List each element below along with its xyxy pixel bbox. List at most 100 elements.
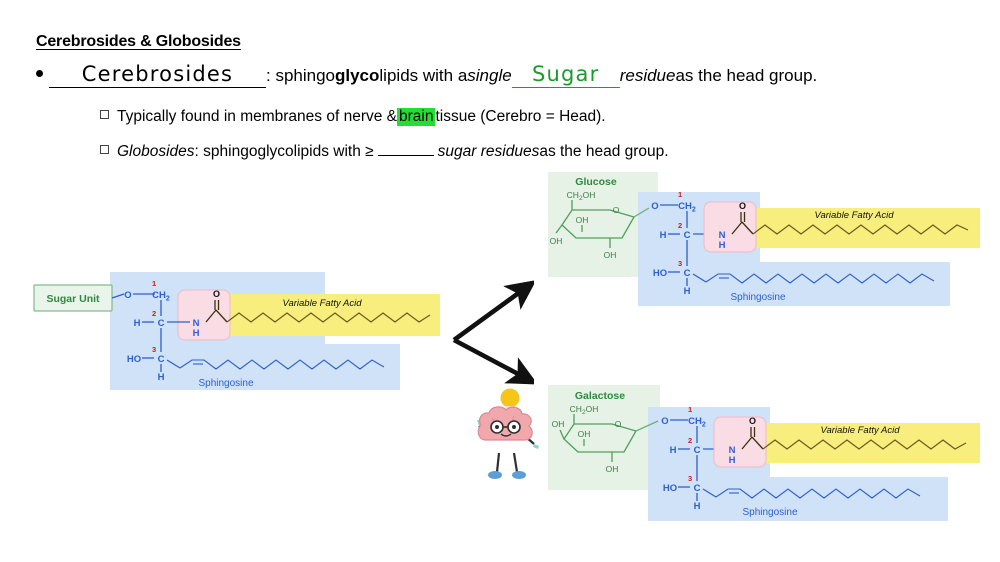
- amide-group-box: [713, 416, 767, 468]
- amide-group-box: [177, 289, 231, 341]
- fatty-acid-chain: [752, 224, 969, 235]
- ch2oh-label: CH2OH: [570, 404, 599, 416]
- bullet-text-single: single: [467, 66, 512, 85]
- sugar-name-label: Glucose: [575, 176, 617, 188]
- atom-nh: H: [729, 455, 736, 466]
- carbon-number-3: 3: [678, 259, 682, 268]
- sub2-tail-italic: sugar residues: [437, 143, 540, 160]
- atom-o-glycosidic: O: [661, 416, 668, 427]
- shoe-left: [488, 471, 502, 479]
- legs: [495, 452, 519, 473]
- atom-h-c2: H: [134, 318, 141, 329]
- atom-h-c3: H: [694, 501, 701, 512]
- diagram-cerebroside-generic: Sugar Unit: [30, 272, 450, 397]
- atom-n: N: [193, 318, 200, 329]
- sphingosine-label: Sphingosine: [742, 507, 797, 518]
- square-bullet-icon: [100, 145, 109, 154]
- atom-n: N: [729, 445, 736, 456]
- blank-globoside-count: [377, 155, 434, 156]
- carbonyl-oxygen: O: [213, 289, 220, 299]
- oh-label-left: OH: [550, 236, 563, 246]
- sphingosine-label: Sphingosine: [730, 292, 785, 303]
- carbonyl-oxygen: O: [749, 416, 756, 426]
- fatty-acid-panel: [190, 294, 440, 336]
- atom-c3: C: [694, 483, 701, 494]
- atom-h-c3: H: [684, 286, 691, 297]
- oh-label-bottom: OH: [604, 250, 617, 260]
- atom-ho: HO: [663, 483, 677, 494]
- sphingosine-label: Sphingosine: [198, 378, 253, 389]
- highlight-brain: brain: [397, 108, 436, 126]
- sub1-post: tissue (Cerebro = Head).: [435, 108, 606, 125]
- carbon-number-3: 3: [152, 345, 156, 354]
- atom-ch2: CH2: [152, 290, 170, 303]
- bullet-text-residue: residue: [619, 66, 676, 85]
- carbon-number-1: 1: [152, 279, 156, 288]
- atom-n: N: [719, 230, 726, 241]
- sub-bullet-1: Typically found in membranes of nerve & …: [100, 108, 606, 126]
- atom-c3: C: [684, 268, 691, 279]
- mouth: [500, 433, 512, 437]
- sphingosine-chain: [715, 488, 921, 499]
- carbon-number-2: 2: [678, 221, 682, 230]
- arrow-to-galactose: [452, 337, 534, 385]
- bullet-text-f: as the head group.: [675, 66, 818, 85]
- hand-right: [533, 444, 539, 449]
- fatty-acid-label: Variable Fatty Acid: [282, 298, 362, 309]
- oh-label-bottom: OH: [606, 464, 619, 474]
- fatty-acid-label: Variable Fatty Acid: [814, 210, 894, 221]
- fatty-acid-chain: [762, 439, 967, 450]
- atom-ch2: CH2: [678, 201, 696, 214]
- eye-right: [512, 425, 516, 429]
- fatty-acid-chain: [226, 312, 431, 323]
- atom-o-glycosidic: O: [124, 290, 131, 301]
- sphingosine-panel: [648, 477, 948, 521]
- sub2-mid: : sphingoglycolipids with ≥: [194, 143, 374, 160]
- carbonyl-oxygen: O: [739, 201, 746, 211]
- bullet-text-c: lipids with a: [379, 66, 468, 85]
- square-bullet-icon: [100, 110, 109, 119]
- atom-h-c2: H: [670, 445, 677, 456]
- sphingosine-chain: [179, 359, 385, 370]
- brain-body: [477, 406, 533, 441]
- shoe-right: [512, 471, 526, 479]
- bullet-dot: [36, 70, 43, 77]
- brain-mascot: [477, 388, 539, 479]
- atom-ho: HO: [653, 268, 667, 279]
- blank-cerebrosides: Cerebrosides: [49, 62, 266, 88]
- atom-c2: C: [684, 230, 691, 241]
- sugar-name-label: Galactose: [575, 390, 625, 402]
- carbon-number-3: 3: [688, 474, 692, 483]
- page-title: Cerebrosides & Globosides: [36, 33, 241, 50]
- sub-bullet-2: Globosides : sphingoglycolipids with ≥ s…: [100, 143, 669, 161]
- ch2oh-label: CH2OH: [567, 190, 596, 202]
- blank-sugar: Sugar: [511, 62, 620, 88]
- eye-left: [495, 425, 499, 429]
- sub1-pre: Typically found in membranes of nerve &: [117, 108, 397, 125]
- diagram-galactocerebroside: Galactose CH2OH O OH OH OH: [548, 385, 988, 525]
- atom-o-glycosidic: O: [651, 201, 658, 212]
- bullet-text-glyco: glyco: [335, 66, 380, 85]
- atom-c3: C: [158, 354, 165, 365]
- diagram-glucocerebroside: Glucose CH2OH O OH OH OH: [548, 172, 988, 308]
- atom-h-c3: H: [158, 372, 165, 383]
- sugar-panel: [548, 385, 660, 490]
- atom-ho: HO: [127, 354, 141, 365]
- atom-nh: H: [193, 328, 200, 339]
- sub2-term: Globosides: [117, 143, 195, 160]
- oh-label-mid: OH: [576, 215, 589, 225]
- atom-c2: C: [694, 445, 701, 456]
- sub2-tail: as the head group.: [539, 143, 669, 160]
- oh-label-mid: OH: [578, 429, 591, 439]
- carbon-number-1: 1: [688, 405, 692, 414]
- sphingosine-panel: [110, 344, 400, 390]
- sphingosine-chain: [705, 273, 935, 284]
- atom-c2: C: [158, 318, 165, 329]
- atom-h-c2: H: [660, 230, 667, 241]
- carbon-number-1: 1: [678, 190, 682, 199]
- atom-ch2: CH2: [688, 416, 706, 429]
- ring-oxygen-label: O: [613, 205, 620, 215]
- oh-label-left: OH: [552, 419, 565, 429]
- sphingosine-panel: [638, 262, 950, 306]
